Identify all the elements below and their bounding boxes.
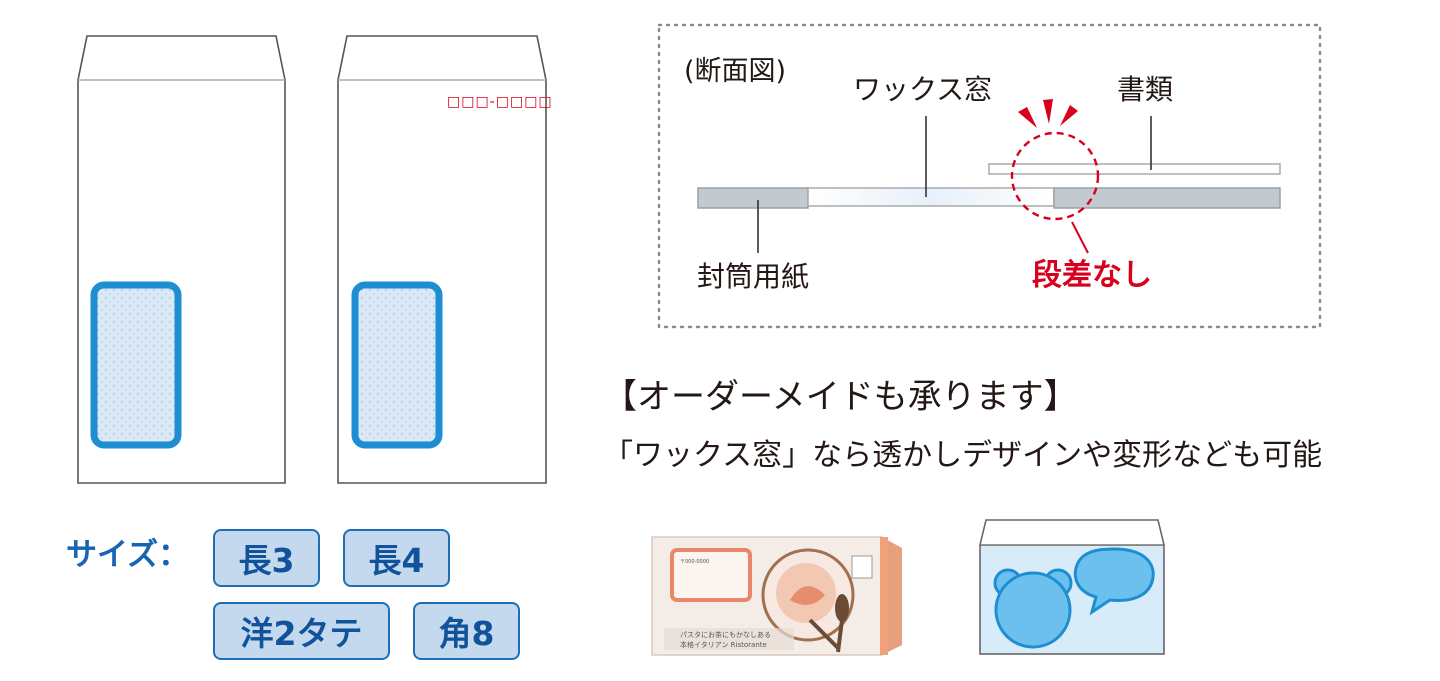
cross-section-diagram xyxy=(697,99,1281,254)
size-chip-you2-tate: 洋2タテ xyxy=(213,602,390,660)
custom-order-title: 【オーダーメイドも承ります】 xyxy=(603,377,1078,417)
wax-window xyxy=(90,281,182,449)
paper-layer-left xyxy=(697,187,809,209)
sample-printed-envelope xyxy=(651,536,902,656)
paper-layer-right xyxy=(1053,187,1281,209)
wax-window xyxy=(351,281,443,449)
no-step-label: 段差なし xyxy=(1032,258,1152,293)
size-label: サイズ： xyxy=(66,537,190,573)
size-chip-kaku8: 角8 xyxy=(413,602,520,660)
wax-window-label: ワックス窓 xyxy=(853,73,993,106)
emphasis-mark-icon xyxy=(1060,105,1078,126)
envelope-right xyxy=(337,35,547,484)
envelope-paper-label: 封筒用紙 xyxy=(697,260,810,293)
document-layer xyxy=(988,163,1281,175)
highlight-circle xyxy=(1010,131,1100,221)
speech-bubble-window-icon xyxy=(1073,547,1155,616)
emphasis-mark-icon xyxy=(1043,99,1053,124)
emphasis-mark-icon xyxy=(1018,107,1037,128)
size-chip-naga4: 長4 xyxy=(343,529,450,587)
size-chip-naga3: 長3 xyxy=(213,529,320,587)
postal-code-boxes: □□□-□□□□ xyxy=(447,94,553,110)
sample-window-code: 〒000-0000 xyxy=(680,559,710,565)
cross-section-caption: (断面図) xyxy=(684,56,787,87)
envelope-left xyxy=(77,35,286,484)
sample-headline: パスタにお茶にもかなしある xyxy=(680,631,771,639)
cross-section-frame xyxy=(657,23,1322,329)
sample-shaped-window-envelope xyxy=(978,519,1166,655)
bear-window-icon xyxy=(993,568,1073,649)
document-label: 書類 xyxy=(1117,73,1174,106)
custom-order-note: 「ワックス窓」なら透かしデザインや変形なども可能 xyxy=(603,438,1323,473)
sample-subline: 本格イタリアン Ristorante xyxy=(680,641,767,649)
